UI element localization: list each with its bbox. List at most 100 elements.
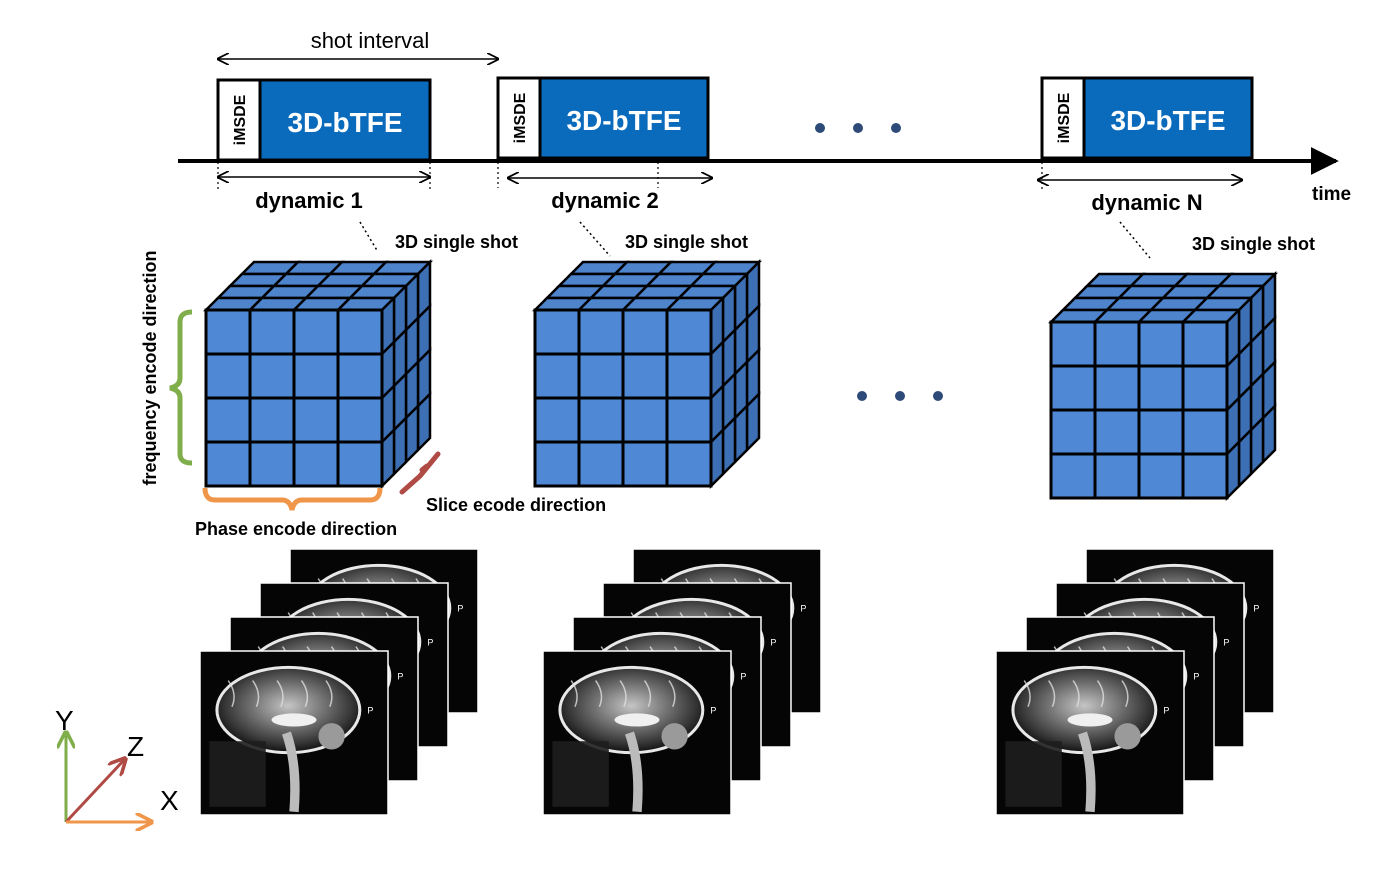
cube-front-cell	[533, 308, 581, 356]
cube-front-cell	[1049, 452, 1097, 500]
slice-mark	[399, 451, 441, 495]
image-orientation-marker: P	[427, 637, 433, 647]
image-orientation-marker: P	[397, 671, 403, 681]
mri-slice: P	[542, 650, 732, 816]
image-orientation-marker: P	[457, 603, 463, 613]
cube-front-cell	[1181, 364, 1229, 412]
cube-front-cell	[621, 352, 669, 400]
cube-front-cell	[533, 396, 581, 444]
cube-front-cell	[621, 440, 669, 488]
cube-front-cell	[577, 308, 625, 356]
cube-front-cell	[248, 352, 296, 400]
btfe-block	[1082, 76, 1254, 160]
cube-front-cell	[1093, 408, 1141, 456]
btfe-block	[538, 76, 710, 160]
cube-front-cell	[336, 352, 384, 400]
mri-slice: P	[199, 650, 389, 816]
image-orientation-marker: P	[770, 637, 776, 647]
coordinate-axes: Y Z X	[55, 705, 179, 822]
single-shot-label-n: 3D single shot	[1192, 234, 1315, 254]
x-axis-label: X	[160, 785, 179, 816]
image-orientation-marker: P	[367, 705, 373, 715]
single-shot-label-2: 3D single shot	[625, 232, 748, 252]
cube-front-cell	[292, 440, 340, 488]
cube-front-cell	[1181, 452, 1229, 500]
mri-slice: P	[995, 650, 1185, 816]
cube-front-cell	[1049, 364, 1097, 412]
cube-front-cell	[1137, 452, 1185, 500]
cube-front-cell	[1181, 320, 1229, 368]
cube-front-cell	[292, 308, 340, 356]
cube-front-cell	[533, 440, 581, 488]
time-label: time	[1312, 184, 1351, 205]
timeline-ellipsis	[815, 123, 901, 133]
cube-front-cell	[1181, 408, 1229, 456]
cube-front-cell	[204, 396, 252, 444]
cube-front-cell	[336, 396, 384, 444]
btfe-label: 3D-bTFE	[1110, 105, 1225, 136]
cube-front-cell	[577, 352, 625, 400]
kspace-cube-1	[202, 258, 434, 490]
cube-front-cell	[1093, 320, 1141, 368]
shot-interval-label: shot interval	[311, 28, 430, 53]
btfe-label: 3D-bTFE	[287, 107, 402, 138]
kspace-cube-n	[1047, 270, 1279, 502]
cube-front-cell	[1137, 408, 1185, 456]
phase-label: Phase encode direction	[195, 519, 397, 539]
cube-front-cell	[577, 440, 625, 488]
mri-stack-1: P P P P	[199, 548, 479, 816]
cube-front-cell	[292, 396, 340, 444]
slice-label: Slice ecode direction	[426, 495, 606, 515]
sequence-dynamic-n: iMSDE 3D-bTFE dynamic N	[1038, 76, 1254, 215]
cube-front-cell	[533, 352, 581, 400]
image-orientation-marker: P	[1223, 637, 1229, 647]
image-orientation-marker: P	[1163, 705, 1169, 715]
image-orientation-marker: P	[1253, 603, 1259, 613]
sequence-dynamic-2: iMSDE 3D-bTFE dynamic 2	[496, 76, 712, 213]
cube-front-cell	[665, 308, 713, 356]
dynamic-label: dynamic 2	[551, 188, 659, 213]
z-axis-label: Z	[127, 731, 144, 762]
cube-front-cell	[665, 352, 713, 400]
cube-front-cell	[577, 396, 625, 444]
cube-front-cell	[336, 308, 384, 356]
btfe-block	[258, 78, 432, 162]
cube-front-cell	[204, 352, 252, 400]
mri-stack-n: P P P P	[995, 548, 1275, 816]
cube-front-cell	[204, 440, 252, 488]
cube-front-cell	[1049, 408, 1097, 456]
cube-front-cell	[1093, 452, 1141, 500]
cube-front-cell	[665, 440, 713, 488]
cube-front-cell	[621, 396, 669, 444]
cube-front-cell	[248, 440, 296, 488]
btfe-label: 3D-bTFE	[566, 105, 681, 136]
kspace-cube-2	[531, 258, 763, 490]
frequency-bracket	[169, 309, 193, 466]
cube-front-cell	[336, 440, 384, 488]
phase-bracket	[202, 487, 383, 511]
cube-front-cell	[1137, 364, 1185, 412]
imsde-label: iMSDE	[512, 92, 529, 143]
cube-front-cell	[292, 352, 340, 400]
cube-front-cell	[204, 308, 252, 356]
cube-front-cell	[1049, 320, 1097, 368]
image-orientation-marker: P	[800, 603, 806, 613]
imsde-block	[496, 76, 542, 160]
cube-ellipsis	[857, 391, 943, 401]
imsde-label: iMSDE	[1056, 92, 1073, 143]
cube-front-cell	[1137, 320, 1185, 368]
cube-front-cell	[248, 396, 296, 444]
y-axis-label: Y	[55, 705, 74, 736]
frequency-label: frequency encode direction	[140, 250, 160, 485]
imsde-label: iMSDE	[232, 94, 249, 145]
cube-front-cell	[1093, 364, 1141, 412]
z-axis-arrow	[64, 760, 124, 824]
cube-front-cell	[248, 308, 296, 356]
imsde-block	[1040, 76, 1086, 160]
image-orientation-marker: P	[1193, 671, 1199, 681]
dynamic-label: dynamic N	[1091, 190, 1202, 215]
image-orientation-marker: P	[740, 671, 746, 681]
cube-front-cell	[665, 396, 713, 444]
